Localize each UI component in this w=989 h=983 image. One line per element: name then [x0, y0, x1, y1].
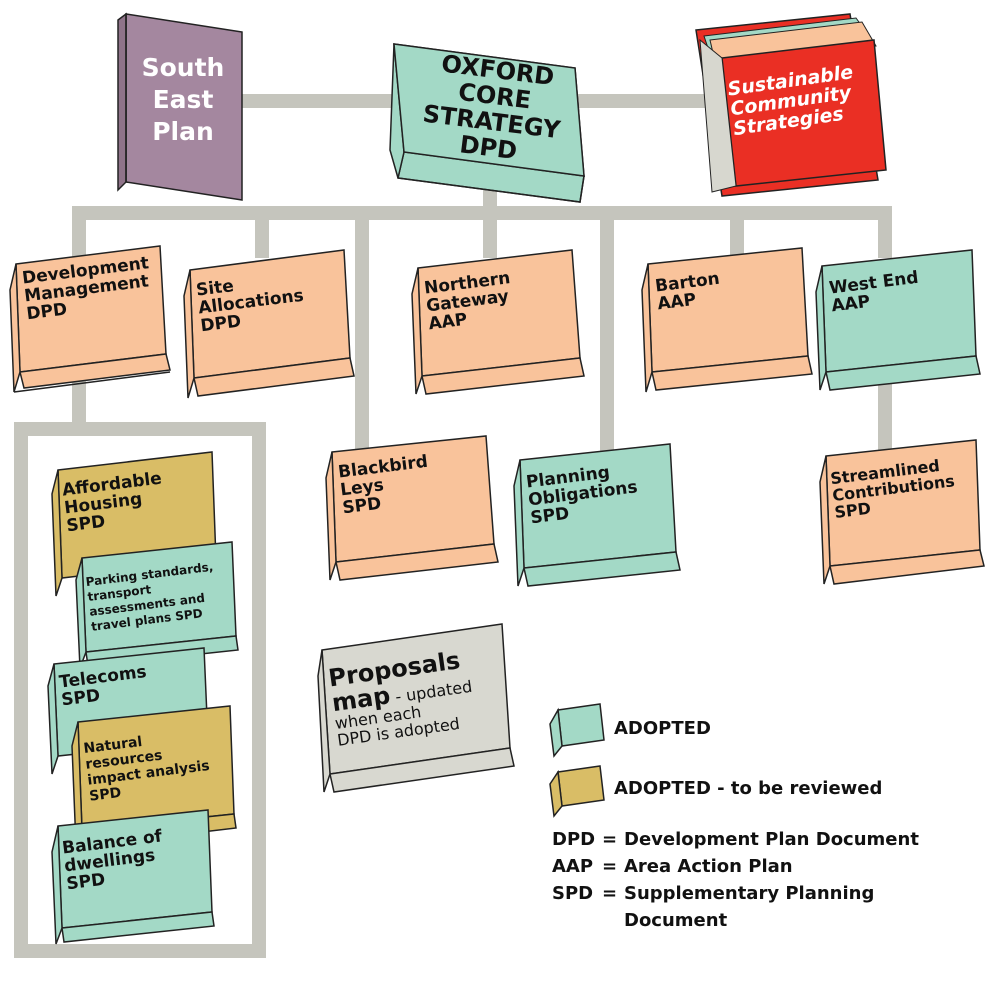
abbr-meaning: Document	[624, 910, 728, 931]
abbreviations-list: DPD = Development Plan Document AAP = Ar…	[552, 826, 919, 934]
abbr-meaning: Area Action Plan	[624, 856, 793, 877]
abbr-eq: =	[602, 883, 618, 904]
abbr-code: SPD	[552, 883, 594, 904]
south-east-line-2: East	[152, 85, 214, 114]
south-east-plan-label: South East Plan	[128, 52, 238, 148]
legend-swatch-adopted-review	[549, 765, 605, 818]
community-strategies-stack	[695, 13, 887, 197]
south-east-line-3: Plan	[152, 117, 214, 146]
abbr-eq	[602, 907, 624, 934]
abbr-eq: =	[602, 856, 618, 877]
south-east-plan-book	[117, 12, 243, 201]
west-end-card	[815, 249, 981, 391]
abbr-row: SPD = Supplementary Planning	[552, 880, 919, 907]
core-strategy-doc	[389, 43, 585, 203]
blackbird-leys-card	[325, 435, 499, 581]
legend-adopted-review-label: ADOPTED - to be reviewed	[614, 778, 883, 799]
abbr-row: Document	[552, 907, 919, 934]
site-allocations-card	[183, 249, 355, 399]
core-strategy-label: OXFORD CORE STRATEGY DPD	[402, 48, 583, 172]
abbr-code: DPD	[552, 829, 596, 850]
abbr-code: AAP	[552, 856, 594, 877]
streamlined-contributions-card	[819, 439, 985, 585]
barton-card	[641, 247, 813, 393]
proposals-map-card	[317, 623, 515, 793]
abbr-eq: =	[602, 829, 618, 850]
legend-adopted-label: ADOPTED	[614, 718, 711, 739]
northern-gateway-card	[411, 249, 585, 395]
abbr-meaning: Supplementary Planning	[624, 883, 875, 904]
connector-lines	[14, 94, 892, 958]
planning-obligations-card	[513, 443, 681, 587]
development-management-card	[9, 245, 171, 393]
legend-swatch-adopted	[549, 703, 605, 758]
abbr-row: AAP = Area Action Plan	[552, 853, 919, 880]
balance-dwellings-card	[51, 809, 215, 945]
south-east-line-1: South	[141, 53, 225, 82]
abbr-meaning: Development Plan Document	[624, 829, 919, 850]
abbr-row: DPD = Development Plan Document	[552, 826, 919, 853]
abbr-code	[552, 907, 602, 934]
